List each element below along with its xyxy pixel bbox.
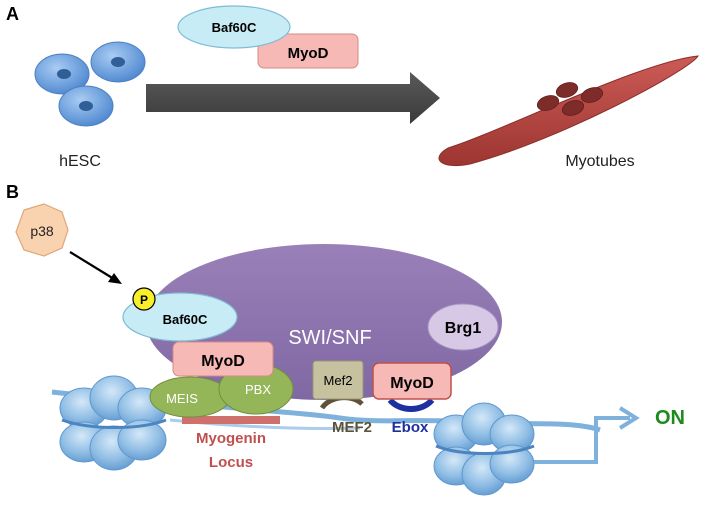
ebox-site-label: Ebox (392, 419, 429, 436)
baf60c-ellipse-a: Baf60C (177, 5, 291, 49)
cell (90, 41, 146, 83)
baf60c-label-b: Baf60C (163, 312, 208, 327)
cell (58, 85, 114, 127)
phospho-label: P (140, 293, 148, 307)
pbx-label: PBX (245, 382, 271, 397)
nucleosome-left (59, 375, 167, 471)
conversion-arrow (146, 72, 440, 124)
locus-label: Locus (209, 454, 253, 471)
myod-label-b-left: MyoD (201, 353, 245, 370)
phospho-marker: P (132, 287, 156, 311)
panel-a-letter: A (6, 4, 19, 24)
hesc-cells (34, 41, 146, 127)
phosphorylation-arrow (69, 251, 115, 280)
myotubes-label: Myotubes (565, 153, 634, 170)
myod-label-a: MyoD (288, 45, 329, 62)
swi-snf-label: SWI/SNF (288, 327, 371, 349)
transcription-arrow-head (618, 406, 640, 430)
myotube (438, 55, 699, 167)
baf60c-label-a: Baf60C (212, 20, 257, 35)
phosphorylation-arrow-head (108, 273, 122, 284)
myogenin-locus-bar (182, 416, 280, 424)
myod-box-a: MyoD (257, 33, 359, 69)
myogenin-label: Myogenin (196, 430, 266, 447)
mef2-protein-label: Mef2 (324, 373, 353, 388)
myod-box-b-left: MyoD (172, 341, 274, 377)
meis-label: MEIS (166, 391, 198, 406)
myod-label-b-right: MyoD (390, 375, 434, 392)
on-label: ON (655, 407, 685, 429)
brg1-label: Brg1 (445, 320, 482, 337)
mef2-site-label: MEF2 (332, 419, 372, 436)
hesc-label: hESC (59, 153, 101, 170)
meis-factor: MEIS (149, 376, 231, 418)
p38-label: p38 (30, 223, 54, 239)
ebox-site-mark (387, 397, 435, 412)
mef2-protein: Mef2 (312, 360, 364, 400)
nucleosome-right (433, 402, 535, 496)
myod-box-b-right: MyoD (372, 362, 452, 400)
cell (34, 53, 90, 95)
transcription-arrow (534, 416, 630, 464)
p38-kinase: p38 (15, 203, 69, 257)
brg1-subunit: Brg1 (427, 303, 499, 351)
panel-b-letter: B (6, 182, 19, 202)
